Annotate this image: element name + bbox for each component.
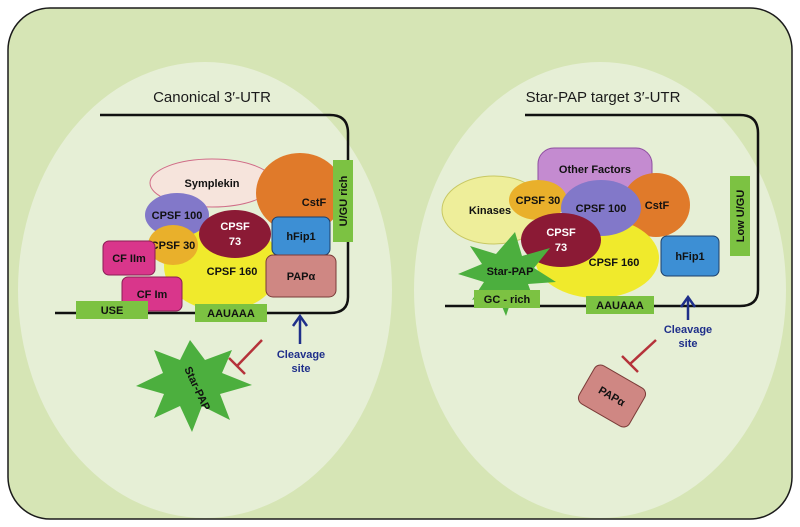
- cstf-protein: [256, 153, 344, 233]
- papa-protein-right: PAPα: [577, 364, 647, 428]
- auuaaa-element-left: [195, 304, 267, 322]
- cpsf73-protein: [199, 210, 271, 258]
- cstf-label: CstF: [302, 197, 327, 209]
- inhibition-line-right: [629, 339, 657, 365]
- ugu-rich-element: [333, 160, 353, 242]
- use-element: [76, 301, 148, 319]
- cleavage-label-left-bottom: site: [292, 363, 311, 375]
- cleavage-arrowhead-left: [291, 313, 309, 327]
- inhibition-line-left: [236, 339, 263, 367]
- papa-protein: [265, 254, 337, 298]
- ugu-rich-label: U/GU rich: [338, 175, 350, 226]
- hfip1-label-right: hFip1: [675, 251, 704, 263]
- inhibition-bar-left: [228, 357, 246, 375]
- cleavage-label-left-top: Cleavage: [277, 349, 325, 361]
- auuaaa-label-left: AAUAAA: [207, 308, 255, 320]
- cpsf160-label-right: CPSF 160: [589, 257, 640, 269]
- cpsf73-label-bottom: 73: [229, 236, 241, 248]
- symplekin-label: Symplekin: [184, 178, 239, 190]
- right-panel-title: Star-PAP target 3′-UTR: [526, 89, 681, 106]
- other-factors-label: Other Factors: [559, 164, 631, 176]
- low-ugu-element: [730, 176, 750, 256]
- cpsf160-label: CPSF 160: [207, 266, 258, 278]
- cpsf73-label-right-bottom: 73: [555, 242, 567, 254]
- cpsf30-protein-right: [509, 180, 567, 220]
- cstf-protein-right: [622, 173, 690, 237]
- right-rna-strand: [445, 113, 760, 308]
- inhibition-bar-right: [621, 355, 639, 373]
- gc-rich-element: [474, 290, 540, 308]
- cfim-label: CF Im: [137, 289, 168, 301]
- cpsf30-protein: [148, 225, 198, 265]
- cleavage-arrowhead-right: [679, 294, 697, 308]
- use-label: USE: [101, 305, 124, 317]
- cpsf30-label-right: CPSF 30: [516, 195, 561, 207]
- cleavage-label-right-top: Cleavage: [664, 324, 712, 336]
- hfip1-protein-right: [660, 235, 720, 277]
- left-panel-title: Canonical 3′-UTR: [153, 89, 271, 106]
- gc-rich-label: GC - rich: [484, 294, 531, 306]
- cpsf30-label: CPSF 30: [151, 240, 196, 252]
- cpsf100-protein: [145, 193, 209, 237]
- auuaaa-label-right: AAUAAA: [596, 300, 644, 312]
- right-panel: Star-PAP target 3′-UTR Other Factors Kin…: [414, 62, 786, 518]
- papa-label: PAPα: [287, 271, 316, 283]
- cpsf100-label: CPSF 100: [152, 210, 203, 222]
- starpap-burst-left: [136, 340, 252, 432]
- cstf-label-right: CstF: [645, 200, 670, 212]
- cpsf73-label-top: CPSF: [220, 221, 250, 233]
- papa-box-right: [577, 364, 647, 428]
- cfiim-label: CF IIm: [112, 253, 146, 265]
- cleavage-label-right-bottom: site: [679, 338, 698, 350]
- hfip1-label: hFip1: [286, 231, 315, 243]
- low-ugu-label: Low U/GU: [735, 190, 747, 243]
- left-panel: Canonical 3′-UTR Symplekin CstF CPSF 160…: [18, 62, 392, 518]
- kinases-label: Kinases: [469, 205, 511, 217]
- cfiim-protein: [102, 240, 156, 276]
- auuaaa-element-right: [586, 296, 654, 314]
- cpsf100-label-right: CPSF 100: [576, 203, 627, 215]
- starpap-label-right: Star-PAP: [487, 266, 534, 278]
- cpsf73-label-right-top: CPSF: [546, 227, 576, 239]
